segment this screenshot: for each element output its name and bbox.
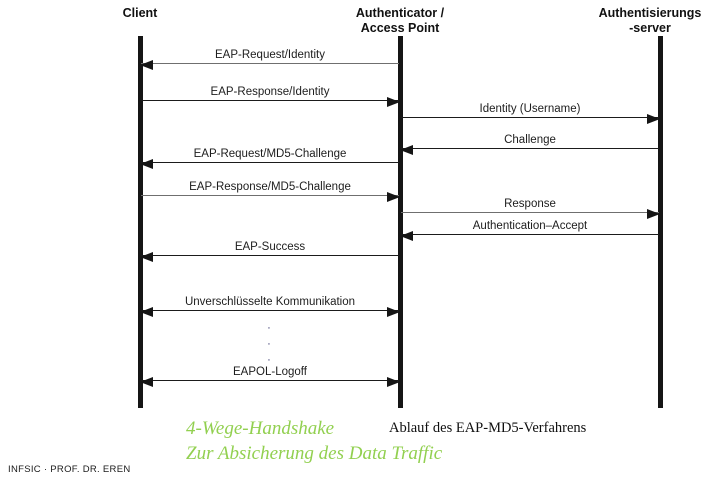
message-authentication-accept: Authentication–Accept bbox=[400, 212, 659, 241]
arrowhead-right-icon bbox=[387, 96, 400, 107]
message-label: EAPOL-Logoff bbox=[233, 366, 307, 378]
message-line bbox=[141, 194, 399, 196]
message-label: EAP-Request/MD5-Challenge bbox=[193, 148, 347, 160]
actor-label-server-line2: -server bbox=[629, 21, 671, 35]
actor-label-client: Client bbox=[122, 6, 158, 20]
message-unverschluesselte-kommunikation: Unverschlüsselte Kommunikation bbox=[140, 288, 400, 317]
ellipsis-dot: · bbox=[267, 338, 271, 350]
message-label: EAP-Request/Identity bbox=[215, 49, 325, 61]
message-line bbox=[141, 99, 399, 101]
arrowhead-right-icon bbox=[387, 306, 400, 317]
arrowhead-left-icon bbox=[140, 59, 153, 70]
caption-green-line2: Zur Absicherung des Data Traffic bbox=[186, 443, 443, 464]
message-line bbox=[401, 211, 659, 213]
message-label: EAP-Response/Identity bbox=[210, 86, 330, 98]
message-label: EAP-Response/MD5-Challenge bbox=[189, 181, 351, 193]
message-label: Identity (Username) bbox=[479, 103, 581, 115]
message-challenge: Challenge bbox=[400, 126, 659, 155]
actor-label-authenticator-line2: Access Point bbox=[360, 21, 440, 35]
message-eap-request-identity: EAP-Request/Identity bbox=[140, 41, 399, 70]
vertical-ellipsis: · · · bbox=[138, 320, 400, 368]
message-line bbox=[401, 233, 659, 235]
actor-label-server-line1: Authentisierungs bbox=[598, 6, 702, 20]
message-line bbox=[141, 161, 399, 163]
message-line bbox=[141, 309, 399, 311]
actor-header-authenticator: Authenticator / Access Point bbox=[325, 6, 475, 36]
arrowhead-left-icon bbox=[140, 306, 153, 317]
message-label: Response bbox=[504, 198, 556, 210]
arrowhead-right-icon bbox=[387, 376, 400, 387]
lifeline-server bbox=[658, 36, 663, 408]
message-response: Response bbox=[401, 190, 660, 219]
arrowhead-left-icon bbox=[140, 251, 153, 262]
arrowhead-left-icon bbox=[400, 230, 413, 241]
arrowhead-right-icon bbox=[647, 113, 660, 124]
message-line bbox=[141, 254, 399, 256]
arrowhead-right-icon bbox=[387, 191, 400, 202]
arrowhead-left-icon bbox=[140, 376, 153, 387]
message-line bbox=[141, 379, 399, 381]
arrowhead-right-icon bbox=[647, 208, 660, 219]
lifeline-client bbox=[138, 36, 143, 408]
message-line bbox=[141, 62, 399, 64]
ellipsis-dot: · bbox=[267, 322, 271, 334]
actor-header-server: Authentisierungs -server bbox=[580, 6, 720, 36]
caption-green-line1: 4-Wege-Handshake bbox=[186, 418, 335, 439]
message-eapol-logoff: EAPOL-Logoff bbox=[140, 358, 400, 387]
actor-label-authenticator-line1: Authenticator / bbox=[355, 6, 445, 20]
message-label: Unverschlüsselte Kommunikation bbox=[184, 296, 356, 308]
actor-header-client: Client bbox=[75, 6, 205, 21]
message-eap-success: EAP-Success bbox=[140, 233, 399, 262]
diagram-caption: Ablauf des EAP-MD5-Verfahrens bbox=[389, 420, 587, 436]
message-label: Authentication–Accept bbox=[472, 220, 588, 232]
message-eap-response-md5-challenge: EAP-Response/MD5-Challenge bbox=[141, 173, 400, 202]
ellipsis-dot: · bbox=[267, 354, 271, 366]
arrowhead-left-icon bbox=[140, 158, 153, 169]
message-eap-request-md5-challenge: EAP-Request/MD5-Challenge bbox=[140, 140, 399, 169]
message-identity-username: Identity (Username) bbox=[401, 95, 660, 124]
message-label: Challenge bbox=[504, 134, 556, 146]
message-eap-response-identity: EAP-Response/Identity bbox=[141, 78, 400, 107]
arrowhead-left-icon bbox=[400, 144, 413, 155]
message-line bbox=[401, 147, 659, 149]
message-line bbox=[401, 116, 659, 118]
message-label: EAP-Success bbox=[234, 241, 306, 253]
lifeline-authenticator bbox=[398, 36, 403, 408]
footer-credit: INFSIC · PROF. DR. EREN bbox=[8, 464, 131, 475]
